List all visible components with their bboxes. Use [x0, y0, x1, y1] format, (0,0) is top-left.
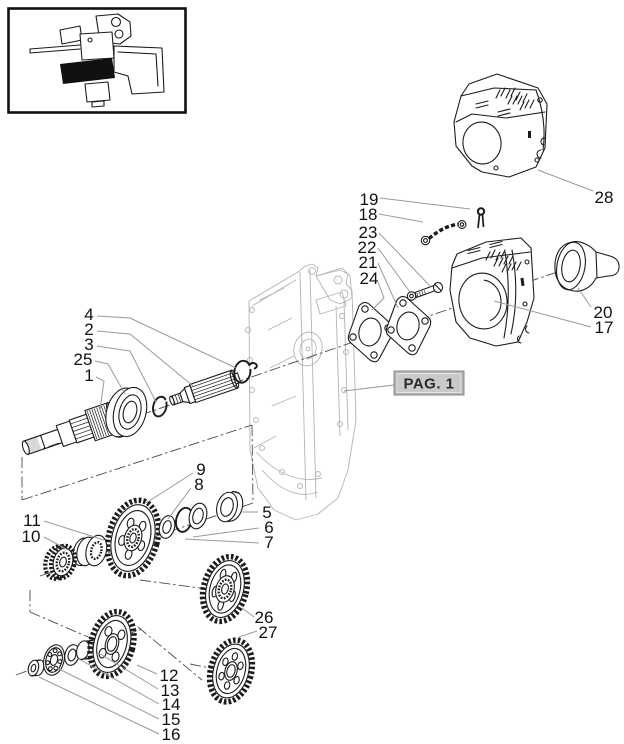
leader-line-17 [493, 300, 592, 328]
part-20-protection-cap [554, 241, 620, 292]
callout-4: 4 [84, 305, 93, 324]
callout-12: 12 [160, 666, 179, 685]
callout-10: 10 [22, 527, 41, 546]
part-5-spacer-ring [216, 490, 244, 523]
part-9-driven-gear [104, 497, 162, 579]
callout-8: 8 [194, 475, 203, 494]
part-8-thrust-washer [158, 515, 176, 539]
page-reference-label: PAG. 1 [403, 376, 454, 393]
part-15-ball-bearing [42, 644, 66, 676]
callout-15: 15 [162, 710, 181, 729]
box-edge-bottom [21, 424, 253, 501]
callout-16: 16 [162, 725, 181, 744]
leader-line-24 [371, 281, 385, 311]
callout-24: 24 [360, 269, 379, 288]
part-27-gear [206, 637, 256, 705]
page-reference-button[interactable]: PAG. 1 [343, 370, 465, 396]
part-4-circlip [233, 359, 258, 384]
callout-19: 19 [360, 190, 379, 209]
callout-labels: 4 2 3 25 1 19 18 23 22 21 24 28 20 17 9 … [22, 188, 614, 744]
callout-7: 7 [264, 533, 273, 552]
leader-line-20 [577, 287, 592, 308]
leader-line-28 [537, 169, 594, 192]
callout-17: 17 [595, 318, 614, 337]
part-22-washer [406, 291, 417, 301]
part-28-pto-cover [453, 73, 548, 178]
leader-line-21 [377, 262, 399, 309]
part-10-drive-gear [43, 543, 78, 581]
callout-26: 26 [255, 608, 274, 627]
leader-line-22 [377, 247, 411, 293]
callout-25: 25 [74, 350, 93, 369]
part-2-pto-shaft [169, 369, 242, 406]
part-17-pto-shield [449, 237, 535, 347]
part-12-gear [87, 608, 137, 680]
page-reference-leader [343, 384, 395, 392]
callout-3: 3 [84, 335, 93, 354]
callout-23: 23 [359, 223, 378, 242]
callout-11: 11 [23, 511, 41, 530]
leader-line-19 [379, 197, 471, 210]
part-21-cover-plate [385, 295, 432, 356]
transmission-housing-ghost [245, 263, 357, 521]
leader-line-11 [43, 520, 105, 541]
part-18-chain [420, 220, 467, 246]
leader-line-25 [94, 360, 126, 395]
assembly-overview-thumbnail [7, 7, 187, 114]
box-edge-right [251, 424, 254, 504]
leader-line-14 [76, 657, 160, 705]
callout-5: 5 [262, 503, 271, 522]
leader-line-15 [56, 667, 160, 720]
box-edge-diag-2 [29, 611, 96, 641]
leader-lines [38, 169, 594, 735]
cluster-diagonal [137, 626, 203, 681]
callout-22: 22 [358, 238, 377, 257]
page-reference-inner [396, 373, 462, 393]
callout-20: 20 [594, 303, 613, 322]
leader-line-13 [96, 651, 159, 690]
part-25-bearing [105, 386, 148, 438]
callout-14: 14 [162, 695, 181, 714]
leader-line-2 [96, 330, 194, 387]
callout-9: 9 [196, 460, 205, 479]
callout-6: 6 [264, 518, 273, 537]
part-11-spacer-sleeve [72, 534, 108, 567]
callout-18: 18 [359, 205, 378, 224]
leader-line-10 [43, 536, 69, 551]
part-3-snap-ring [152, 395, 168, 418]
leader-line-4 [96, 315, 237, 369]
leader-line-12 [136, 664, 158, 675]
callout-28: 28 [595, 188, 614, 207]
part-23-bolt [414, 281, 444, 299]
part-16-nut [27, 659, 45, 677]
leader-line-1 [95, 376, 105, 411]
callout-1: 1 [84, 366, 93, 385]
leader-line-16 [38, 676, 160, 735]
leader-line-6 [192, 527, 260, 538]
leader-line-7 [184, 538, 260, 544]
callout-27: 27 [259, 623, 278, 642]
part-19-cotter-pin [476, 207, 486, 229]
leader-line-18 [378, 213, 424, 223]
leader-line-23 [378, 232, 432, 288]
callout-2: 2 [84, 320, 93, 339]
leader-line-27 [238, 630, 258, 638]
callout-21: 21 [359, 253, 378, 272]
leader-line-8 [167, 487, 192, 520]
part-26-gear [199, 553, 251, 625]
leader-line-9 [145, 472, 194, 504]
leader-line-3 [96, 345, 157, 403]
callout-13: 13 [161, 681, 180, 700]
part-24-gasket [347, 301, 395, 363]
leader-line-26 [241, 607, 255, 618]
part-6-washer [188, 502, 208, 530]
